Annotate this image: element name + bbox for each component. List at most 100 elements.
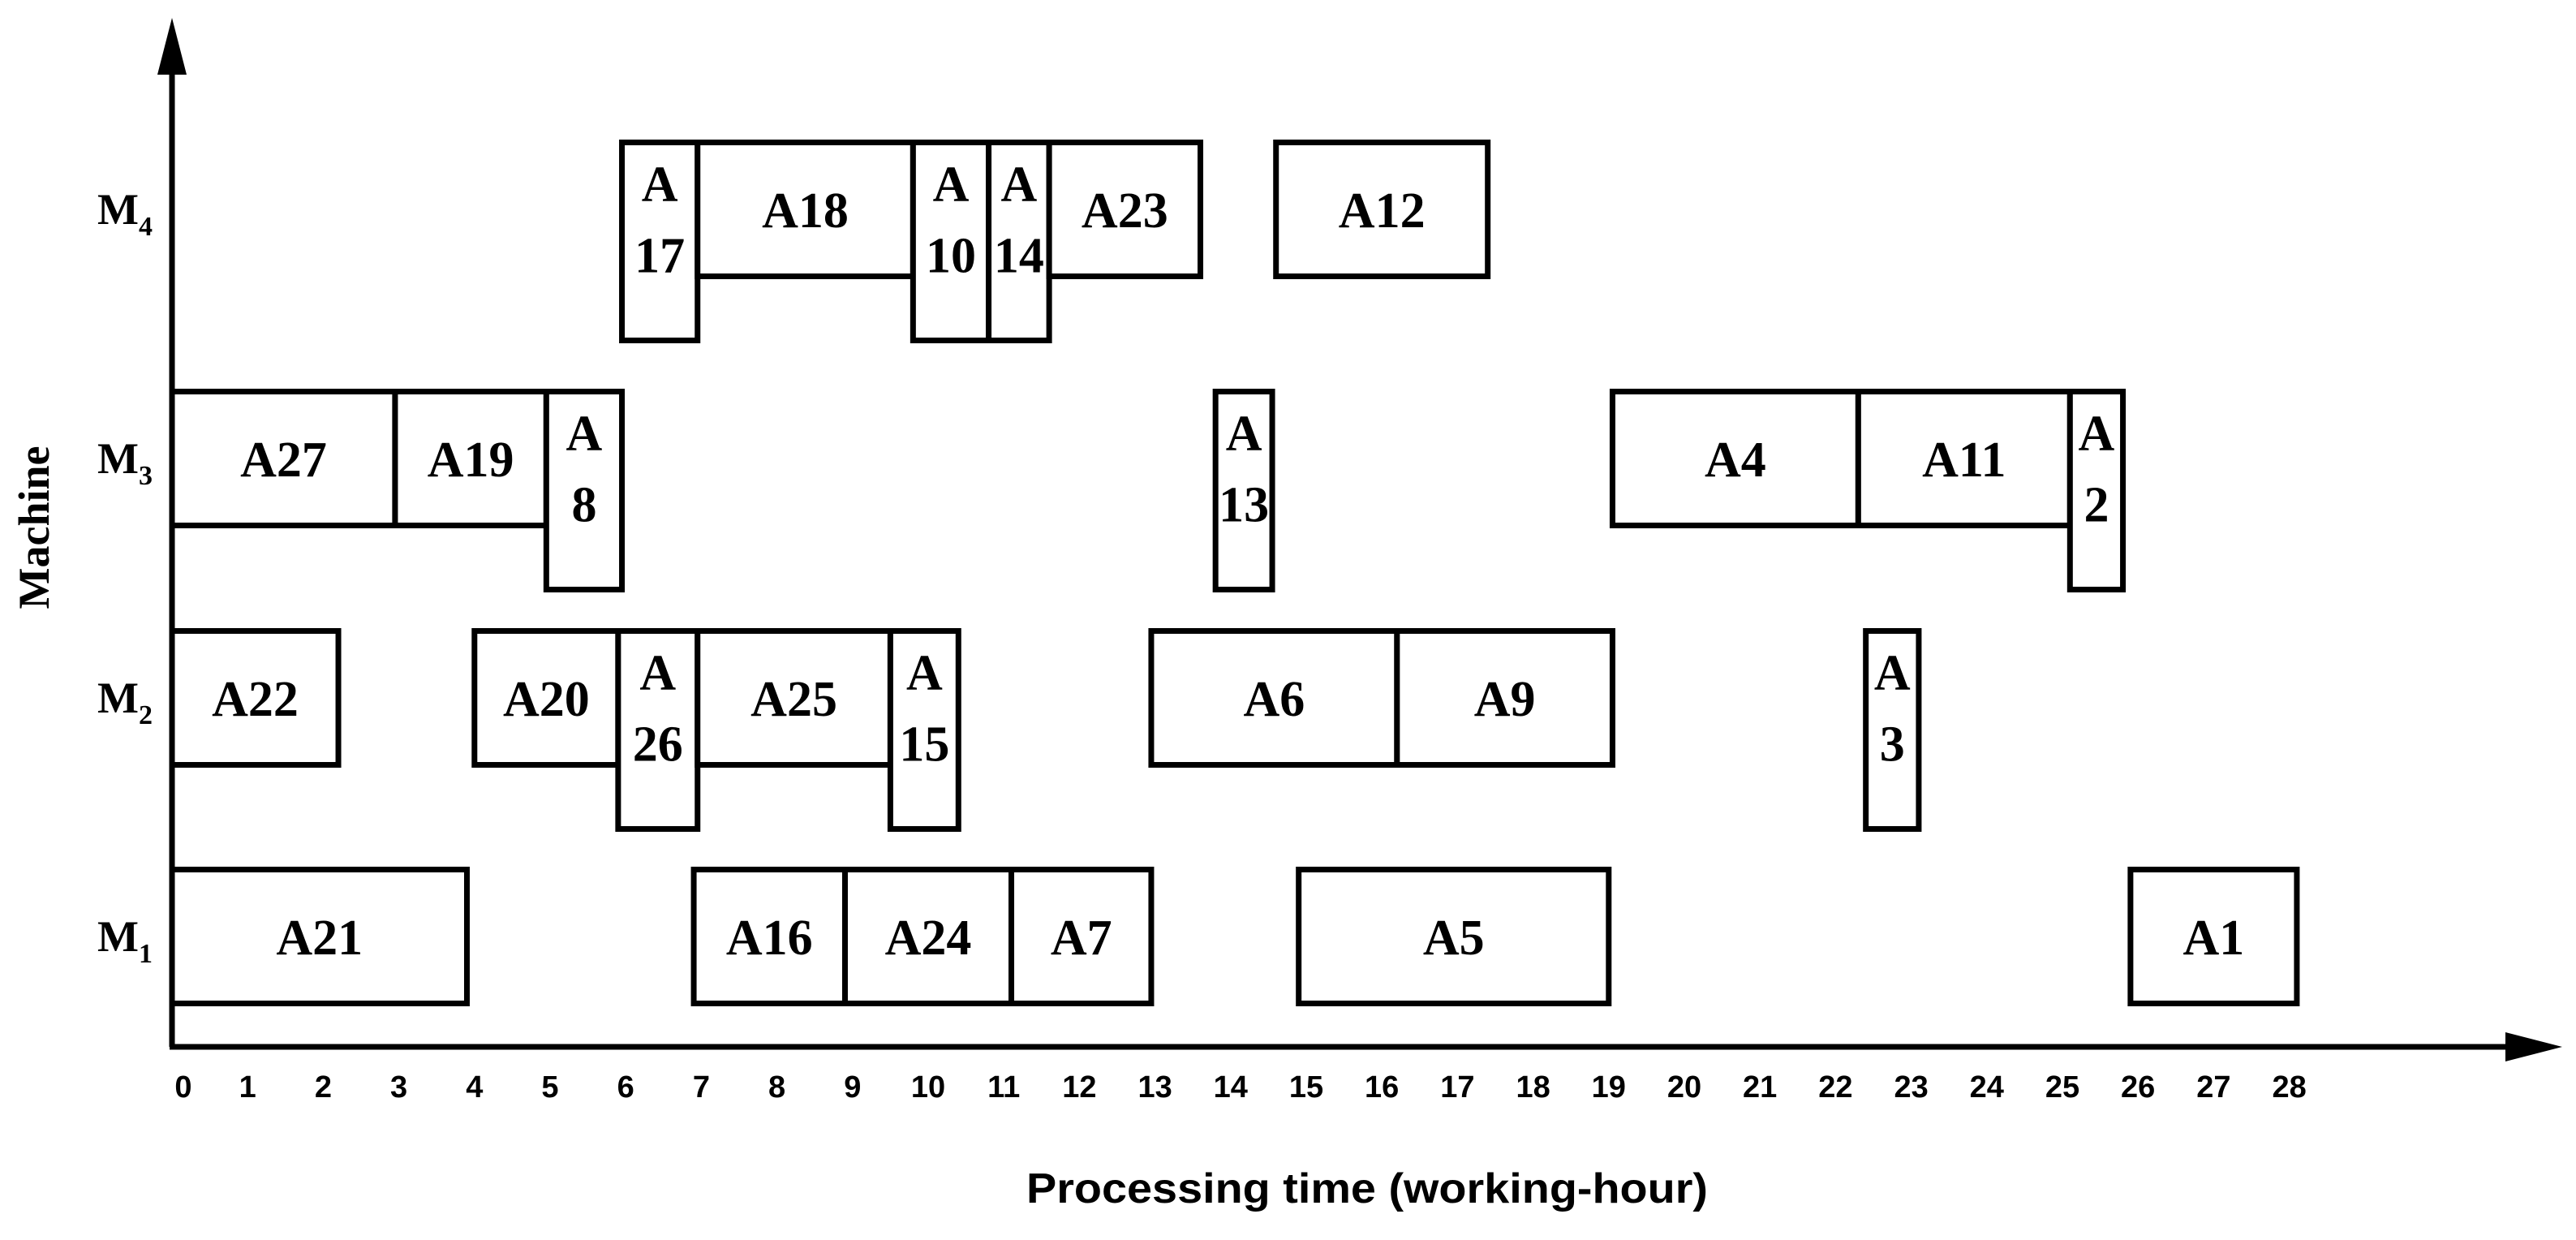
x-tick-label: 26: [2121, 1070, 2155, 1104]
task-a7: A7: [1008, 867, 1155, 1006]
x-tick-label: 6: [617, 1070, 634, 1104]
task-a27: A27: [169, 389, 398, 528]
x-tick-label: 7: [693, 1070, 710, 1104]
task-label-line2: 26: [633, 717, 683, 773]
x-tick-label: 11: [987, 1070, 1020, 1104]
task-label: A27: [240, 433, 327, 488]
task-label-line1: A: [906, 646, 943, 701]
task-a18: A18: [695, 140, 916, 279]
x-tick-label: 17: [1440, 1070, 1474, 1104]
task-label: A4: [1705, 433, 1766, 488]
task-bar: [2127, 867, 2300, 1006]
task-label: A7: [1051, 911, 1112, 966]
x-tick-label: 10: [911, 1070, 945, 1104]
task-bar: [619, 140, 701, 343]
task-a1: A1: [2127, 867, 2300, 1006]
task-a17: A 17: [619, 140, 701, 343]
x-tick-label: 18: [1516, 1070, 1550, 1104]
task-a21: A21: [169, 867, 470, 1006]
x-axis-arrow-icon: [2505, 1032, 2562, 1061]
task-a11: A11: [1855, 389, 2073, 528]
task-bar: [690, 867, 848, 1006]
x-tick-label: 4: [466, 1070, 483, 1104]
task-bar: [543, 389, 626, 592]
x-tick-label: 5: [541, 1070, 558, 1104]
task-bar: [1046, 140, 1204, 279]
machine-label-m4: M4: [97, 185, 153, 242]
task-a23: A23: [1046, 140, 1204, 279]
task-label-line2: 13: [1219, 478, 1269, 533]
task-a3: A3: [1863, 628, 1922, 832]
task-a16: A16: [690, 867, 848, 1006]
task-label: A5: [1423, 911, 1485, 966]
task-label: A22: [212, 672, 299, 727]
x-tick-label: 23: [1894, 1070, 1928, 1104]
task-label: A20: [503, 672, 590, 727]
task-bar: [1863, 628, 1922, 832]
task-label-line1: A: [566, 407, 603, 462]
x-tick-label: 27: [2196, 1070, 2230, 1104]
task-label-line1: A: [1226, 407, 1262, 462]
task-label: A6: [1243, 672, 1305, 727]
task-bar: [1148, 628, 1400, 768]
task-label-line1: A: [1000, 157, 1037, 213]
task-label-line2: 15: [899, 717, 949, 773]
x-tick-label: 0: [174, 1070, 191, 1104]
machine-label-m3: M3: [97, 434, 153, 491]
task-a4: A4: [1609, 389, 1861, 528]
task-label: A21: [276, 911, 363, 966]
task-bar: [910, 140, 992, 343]
x-tick-label: 1: [239, 1070, 256, 1104]
x-tick-label: 21: [1743, 1070, 1777, 1104]
task-bar: [1273, 140, 1491, 279]
task-a8: A8: [543, 389, 626, 592]
task-bar: [1212, 389, 1275, 592]
task-label-line1: A: [933, 157, 970, 213]
task-label: A19: [428, 433, 514, 488]
task-a15: A 15: [887, 628, 961, 832]
x-tick-label: 15: [1289, 1070, 1323, 1104]
x-tick-label: 8: [768, 1070, 785, 1104]
task-bar: [169, 628, 342, 768]
x-tick-label: 19: [1592, 1070, 1626, 1104]
x-tick-label: 22: [1818, 1070, 1852, 1104]
task-bar: [1296, 867, 1612, 1006]
task-a22: A22: [169, 628, 342, 768]
task-bar: [986, 140, 1052, 343]
task-bar: [1008, 867, 1155, 1006]
task-label: A11: [1922, 433, 2006, 488]
task-a12: A12: [1273, 140, 1491, 279]
task-a6: A6: [1148, 628, 1400, 768]
task-label-line2: 17: [634, 229, 685, 284]
x-tick-label: 12: [1062, 1070, 1096, 1104]
task-label-line2: 14: [994, 229, 1044, 284]
task-label-line1: A: [2079, 407, 2115, 462]
task-label: A1: [2183, 911, 2245, 966]
task-label: A9: [1474, 672, 1536, 727]
task-bar: [1394, 628, 1615, 768]
task-label-line2: 10: [926, 229, 976, 284]
x-tick-label: 14: [1214, 1070, 1248, 1104]
x-tick-label: 2: [315, 1070, 332, 1104]
task-label-line2: 2: [2084, 478, 2109, 533]
task-label-line1: A: [642, 157, 678, 213]
task-label: A23: [1082, 183, 1168, 239]
task-label-line2: 8: [571, 478, 596, 533]
task-a25: A25: [695, 628, 893, 768]
task-a14: A 14: [986, 140, 1052, 343]
task-label: A25: [750, 672, 837, 727]
task-a5: A5: [1296, 867, 1612, 1006]
y-axis-arrow-icon: [157, 18, 187, 75]
task-a10: A 10: [910, 140, 992, 343]
task-label-line2: 3: [1880, 717, 1905, 773]
task-bar: [887, 628, 961, 832]
task-bar: [169, 867, 470, 1006]
x-tick-label: 20: [1667, 1070, 1701, 1104]
x-tick-label: 28: [2272, 1070, 2306, 1104]
task-a26: A26: [615, 628, 701, 832]
task-label: A18: [762, 183, 849, 239]
